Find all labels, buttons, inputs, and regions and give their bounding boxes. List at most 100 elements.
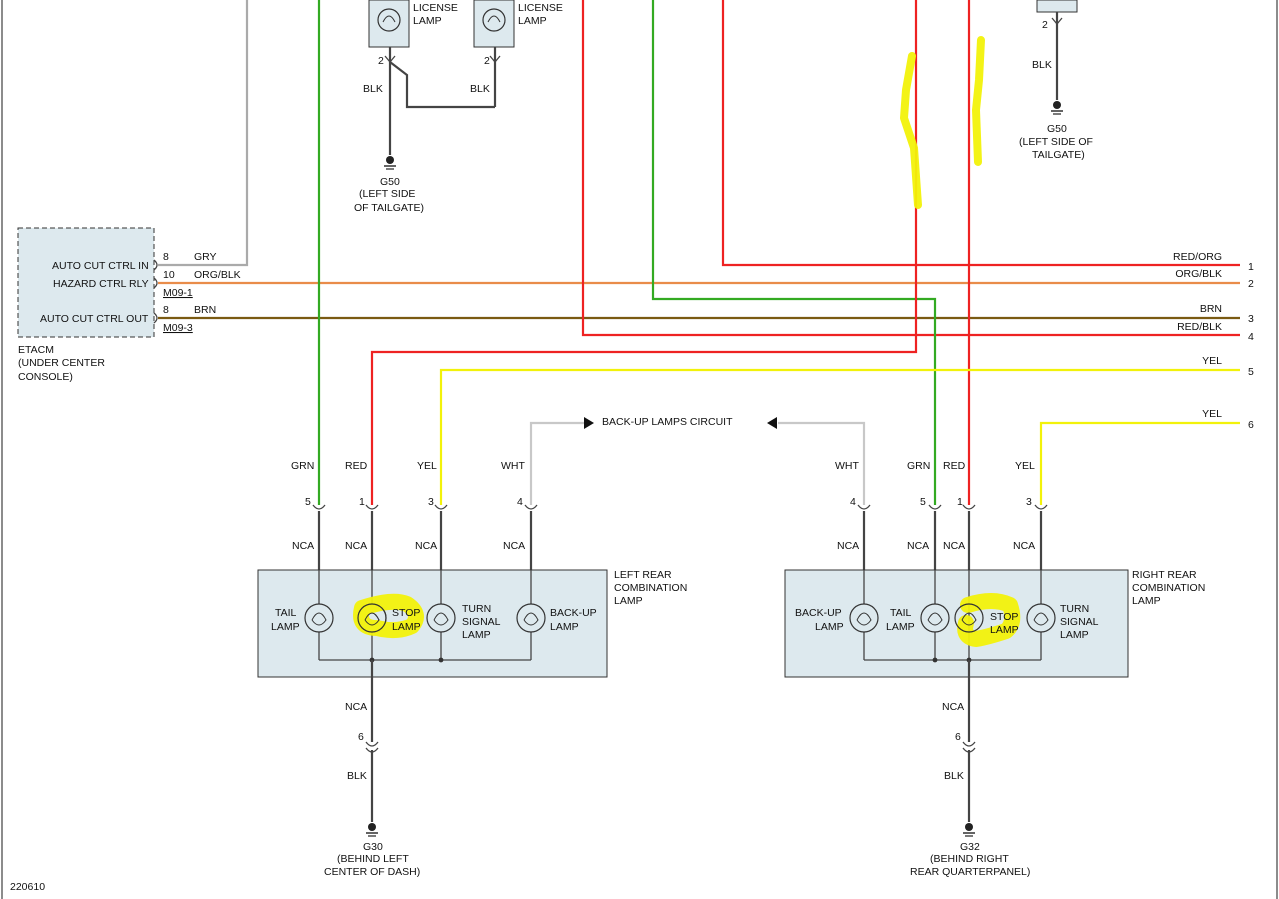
rr-color-3: RED xyxy=(943,460,966,472)
edge-wire-color-4: RED/BLK xyxy=(1177,321,1222,333)
lr-lamp-1-line-1: TAIL xyxy=(275,607,297,619)
right-edge-wire-labels: RED/ORG 1 ORG/BLK 2 BRN 3 RED/BLK 4 YEL … xyxy=(1173,251,1254,431)
edge-wire-color-6: YEL xyxy=(1202,408,1222,420)
rr-nca-1: NCA xyxy=(837,540,859,552)
diagram-id: 220610 xyxy=(10,881,45,893)
lr-nca-3: NCA xyxy=(415,540,437,552)
g30-line-1: (BEHIND LEFT xyxy=(337,853,409,865)
g30-line-2: CENTER OF DASH) xyxy=(324,866,420,878)
lr-lamp-2-line-2: LAMP xyxy=(392,621,421,633)
backup-circuit-label: BACK-UP LAMPS CIRCUIT xyxy=(602,416,733,428)
g50-right-pin: 2 xyxy=(1042,19,1048,31)
g30-pin: 6 xyxy=(358,731,364,743)
etacm-pin-label-3: AUTO CUT CTRL OUT xyxy=(40,313,149,325)
edge-wire-color-2: ORG/BLK xyxy=(1175,268,1222,280)
right-rear-connector-symbols xyxy=(857,504,1048,570)
lamp-bulb-icon xyxy=(426,603,456,633)
g50-right-assembly: 2 BLK G50 (LEFT SIDE OF TAILGATE) xyxy=(1019,0,1093,161)
rr-color-4: YEL xyxy=(1015,460,1035,472)
g50-center-line-2: OF TAILGATE) xyxy=(354,202,424,214)
rr-nca-4: NCA xyxy=(1013,540,1035,552)
lr-nca-4: NCA xyxy=(503,540,525,552)
rr-pin-2: 5 xyxy=(920,496,926,508)
etacm-title-2: (UNDER CENTER xyxy=(18,357,105,369)
edge-wire-num-4: 4 xyxy=(1248,331,1254,343)
lr-lamp-1-line-2: LAMP xyxy=(271,621,300,633)
g32-id: G32 xyxy=(960,841,980,853)
rr-nca-2: NCA xyxy=(907,540,929,552)
highlight-right-stop-lamp xyxy=(957,593,1021,647)
right-rear-connectors: WHT GRN RED YEL 4 5 1 3 NCA NCA NCA NCA xyxy=(835,460,1035,552)
highlight-left-stop-lamp xyxy=(353,593,424,639)
right-rear-combination-lamp: RIGHT REAR COMBINATION LAMP BACK-UP LAMP… xyxy=(784,569,1205,678)
lamp-bulb-icon xyxy=(516,603,546,633)
lr-lamp-3-line-1: TURN xyxy=(462,603,491,615)
g50-right-line-2: TAILGATE) xyxy=(1032,149,1085,161)
backup-arrow-right-icon xyxy=(767,417,777,429)
etacm-title-3: CONSOLE) xyxy=(18,371,73,383)
license-left-wire: BLK xyxy=(363,83,383,95)
lr-lamp-4-line-1: BACK-UP xyxy=(550,607,597,619)
rr-lamp-1-line-2: LAMP xyxy=(815,621,844,633)
rr-lamp-4-line-2: SIGNAL xyxy=(1060,616,1099,628)
etacm-pin-2: 10 xyxy=(163,269,175,281)
edge-wire-color-5: YEL xyxy=(1202,355,1222,367)
lr-pin-3: 3 xyxy=(428,496,434,508)
etacm-wire-2: ORG/BLK xyxy=(194,269,241,281)
g32-line-2: REAR QUARTERPANEL) xyxy=(910,866,1030,878)
lr-title-1: LEFT REAR xyxy=(614,569,672,581)
edge-wire-color-3: BRN xyxy=(1200,303,1222,315)
edge-wire-num-3: 3 xyxy=(1248,313,1254,325)
rr-pin-3: 1 xyxy=(957,496,963,508)
g32-ground-assembly: NCA 6 BLK G32 (BEHIND RIGHT REAR QUARTER… xyxy=(910,677,1030,878)
rr-color-2: GRN xyxy=(907,460,930,472)
rr-lamp-3-line-1: STOP xyxy=(990,611,1018,623)
lr-nca-1: NCA xyxy=(292,540,314,552)
lr-pin-1: 5 xyxy=(305,496,311,508)
rr-title-1: RIGHT REAR xyxy=(1132,569,1197,581)
left-rear-connectors: GRN RED YEL WHT 5 1 3 4 NCA NCA NCA NCA xyxy=(291,460,525,552)
etacm-connector-2: M09-1 xyxy=(163,287,193,299)
g50-center-line-1: (LEFT SIDE xyxy=(359,188,415,200)
edge-wire-num-1: 1 xyxy=(1248,261,1254,273)
lr-title-3: LAMP xyxy=(614,595,643,607)
etacm-pin-label-1: AUTO CUT CTRL IN xyxy=(52,260,149,272)
license-lamp-left-label-1: LICENSE xyxy=(413,2,458,14)
rr-title-3: LAMP xyxy=(1132,595,1161,607)
g32-line-1: (BEHIND RIGHT xyxy=(930,853,1009,865)
license-lamp-right-label-1: LICENSE xyxy=(518,2,563,14)
lamp-bulb-icon xyxy=(954,603,984,633)
etacm-pin-label-2: HAZARD CTRL RLY xyxy=(53,278,149,290)
g30-id: G30 xyxy=(363,841,383,853)
etacm-module: AUTO CUT CTRL IN HAZARD CTRL RLY AUTO CU… xyxy=(17,227,241,383)
lamp-bulb-icon xyxy=(304,603,334,633)
g30-wire: BLK xyxy=(347,770,367,782)
rr-nca-3: NCA xyxy=(943,540,965,552)
ground-symbol-g50-center xyxy=(384,156,396,170)
license-lamp-left: LICENSE LAMP xyxy=(368,0,458,48)
etacm-title-1: ETACM xyxy=(18,344,54,356)
rr-title-2: COMBINATION xyxy=(1132,582,1205,594)
rr-lamp-4-line-3: LAMP xyxy=(1060,629,1089,641)
lr-color-2: RED xyxy=(345,460,368,472)
license-right-pin: 2 xyxy=(484,55,490,67)
lamp-bulb-icon xyxy=(1026,603,1056,633)
etacm-pin-3: 8 xyxy=(163,304,169,316)
g50-center-id: G50 xyxy=(380,176,400,188)
backup-arrow-left-icon xyxy=(584,417,594,429)
edge-wire-num-5: 5 xyxy=(1248,366,1254,378)
lr-color-3: YEL xyxy=(417,460,437,472)
license-left-pin: 2 xyxy=(378,55,384,67)
license-lamp-right: LICENSE LAMP xyxy=(473,0,563,48)
license-lamp-wiring: 2 2 BLK BLK G50 (LEFT SIDE OF TAILGATE) xyxy=(354,47,501,214)
license-lamp-right-label-2: LAMP xyxy=(518,15,547,27)
lr-color-4: WHT xyxy=(501,460,525,472)
highlight-mark-top-left xyxy=(900,52,922,209)
edge-wire-num-2: 2 xyxy=(1248,278,1254,290)
g50-right-line-1: (LEFT SIDE OF xyxy=(1019,136,1093,148)
rr-color-1: WHT xyxy=(835,460,859,472)
lamp-bulb-icon xyxy=(920,603,950,633)
g50-right-wire: BLK xyxy=(1032,59,1052,71)
g30-ground-assembly: NCA 6 BLK G30 (BEHIND LEFT CENTER OF DAS… xyxy=(324,677,420,878)
